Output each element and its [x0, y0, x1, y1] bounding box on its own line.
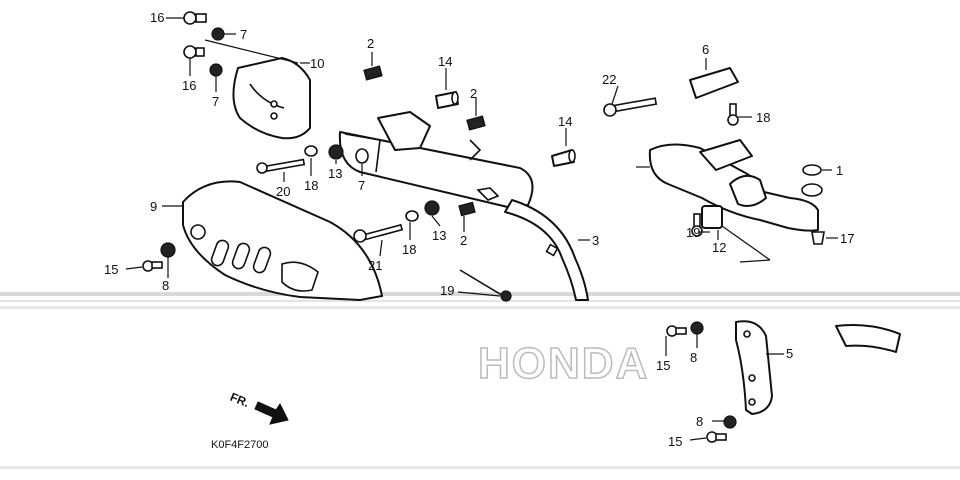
muffler-stay: [735, 320, 773, 415]
callout-10: 10: [310, 56, 324, 71]
exhaust-pipe: [648, 67, 901, 353]
callout-2: 2: [470, 86, 477, 101]
callout-14: 14: [558, 114, 572, 129]
callout-15: 15: [656, 358, 670, 373]
diagram-code: K0F4F2700: [211, 439, 268, 451]
callout-18: 18: [402, 242, 416, 257]
callout-20: 19: [440, 283, 454, 298]
hardware: [142, 11, 825, 443]
callout-2: 2: [460, 233, 467, 248]
callout-8: 8: [696, 414, 703, 429]
callout-7: 7: [240, 27, 247, 42]
callout-13: 13: [432, 228, 446, 243]
fr-label: FR.: [228, 390, 251, 410]
callout-numbers: 16 7 16 7 10 2 2 2 14 14 20 18 13 7 21 1…: [104, 10, 854, 449]
callout-19: 19: [686, 225, 700, 240]
front-arrow-icon: [254, 401, 289, 425]
callout-17: 17: [840, 231, 854, 246]
callout-15: 15: [104, 262, 118, 277]
muffler: [338, 111, 589, 301]
callout-12: 12: [712, 240, 726, 255]
callout-5: 5: [786, 346, 793, 361]
front-direction-indicator: FR.: [228, 390, 289, 425]
callout-8: 8: [690, 350, 697, 365]
muffler-protector: [182, 180, 383, 301]
callout-2: 2: [367, 36, 374, 51]
callout-18: 18: [304, 178, 318, 193]
callout-16: 16: [150, 10, 164, 25]
callout-8: 8: [162, 278, 169, 293]
callout-6: 6: [702, 42, 709, 57]
callout-15: 15: [668, 434, 682, 449]
callout-16: 16: [182, 78, 196, 93]
callout-9: 9: [150, 199, 157, 214]
callout-3: 3: [592, 233, 599, 248]
heat-cover: [232, 57, 311, 140]
callout-7: 7: [212, 94, 219, 109]
callout-1: 1: [836, 163, 843, 178]
callout-22: 22: [602, 72, 616, 87]
callout-21: 20: [276, 184, 290, 199]
callout-13: 13: [328, 166, 342, 181]
callout-19: 18: [756, 110, 770, 125]
leader-lines: [125, 17, 838, 441]
honda-watermark: HONDA: [478, 339, 649, 388]
callout-14: 14: [438, 54, 452, 69]
callout-21: 21: [368, 258, 382, 273]
callout-7: 7: [358, 178, 365, 193]
